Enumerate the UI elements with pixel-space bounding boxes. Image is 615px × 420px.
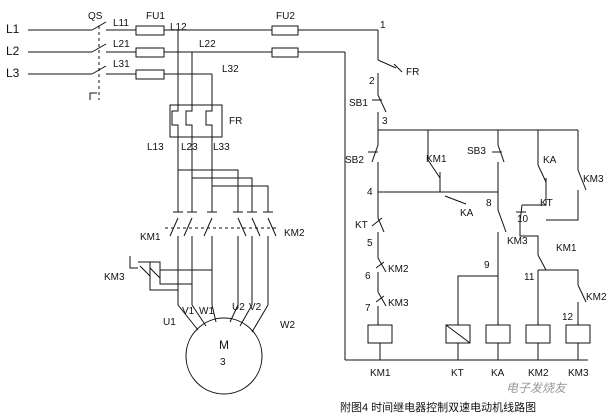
km1-right-label: KM1 <box>556 243 577 254</box>
km3-left-label: KM3 <box>388 298 409 309</box>
sb1-label: SB1 <box>349 98 368 109</box>
label-l21: L21 <box>113 39 130 50</box>
coil-km1 <box>367 324 393 344</box>
km2-left-label: KM2 <box>388 264 409 275</box>
fu1-fuses: FU1 <box>135 11 213 105</box>
motor-label: M <box>219 338 229 352</box>
coil-label-ka: KA <box>491 368 505 379</box>
km3-star-label: KM3 <box>104 272 125 283</box>
node-3: 3 <box>382 116 388 127</box>
coil-label-km1: KM1 <box>370 368 391 379</box>
ka-right-branch: KA KM3 <box>537 130 604 221</box>
label-l23: L23 <box>181 142 198 153</box>
phase-label-l1: L1 <box>6 22 20 36</box>
motor-terminals: U1 V1 W1 U2 V2 W2 <box>163 302 295 331</box>
node-6: 6 <box>365 271 371 282</box>
sb2-label: SB2 <box>345 155 364 166</box>
terminal-v1: V1 <box>182 306 195 317</box>
node-5: 5 <box>367 238 373 249</box>
fr-contact-label: FR <box>406 67 419 78</box>
terminal-u1: U1 <box>163 317 176 328</box>
label-l33: L33 <box>213 142 230 153</box>
coil-km2 <box>525 324 551 344</box>
terminal-v2: V2 <box>249 302 262 313</box>
coil-label-km3: KM3 <box>568 368 589 379</box>
km3-mid-label: KM3 <box>507 236 528 247</box>
kt-left-label: KT <box>355 220 368 231</box>
sb3-start-button: SB3 8 <box>467 130 505 210</box>
phase-label-l2: L2 <box>6 44 20 58</box>
qs-label: QS <box>88 11 103 22</box>
kt-timed-label: KT <box>540 198 553 209</box>
label-l13: L13 <box>147 142 164 153</box>
qs-switch: QS <box>88 11 136 100</box>
km3-top-label: KM3 <box>583 174 604 185</box>
phase-label-l3: L3 <box>6 66 20 80</box>
fu1-label: FU1 <box>146 11 165 22</box>
main-contacts: KM1 KM2 <box>140 211 305 305</box>
watermark: 电子发烧友 <box>506 381 568 395</box>
km2-km3-right-branch: KM1 11 KM2 12 <box>524 243 607 325</box>
node-8: 8 <box>486 198 492 209</box>
fr-overload: FR L13 L23 L33 <box>147 104 242 153</box>
label-l22: L22 <box>199 39 216 50</box>
coils: KM1 KT KA KM2 KM3 <box>367 324 591 379</box>
node-10: 10 <box>517 214 529 225</box>
km1-hold-branch: KM1 KA <box>378 130 498 219</box>
coil-ka <box>485 324 511 344</box>
motor-phase-count: 3 <box>220 357 226 368</box>
label-l32: L32 <box>222 64 239 75</box>
terminal-u2: U2 <box>232 302 245 313</box>
node-12: 12 <box>562 312 574 323</box>
sb1-stop-button: SB1 3 <box>349 94 388 130</box>
ka-branch-label: KA <box>543 155 557 166</box>
figure-caption: 附图4 时间继电器控制双速电动机线路图 <box>340 400 536 414</box>
node-11: 11 <box>524 272 535 283</box>
km1-hold-label: KM1 <box>426 154 447 165</box>
node-2: 2 <box>369 76 375 87</box>
node-9: 9 <box>484 260 490 271</box>
sb2-start-button: SB2 4 <box>345 130 379 210</box>
coil-km3 <box>565 324 591 344</box>
fu2-label: FU2 <box>276 11 295 22</box>
control-rails <box>344 30 588 361</box>
fr-control-contact: 1 FR 2 <box>369 20 419 95</box>
label-l31: L31 <box>113 59 130 70</box>
terminal-w1: W1 <box>199 306 214 317</box>
label-l12: L12 <box>170 22 187 33</box>
terminal-w2: W2 <box>280 320 295 331</box>
km1-coil-branch: KT 5 KM2 6 KM3 7 <box>355 210 409 325</box>
node-7: 7 <box>365 303 371 314</box>
kt-timed-contact: KT 10 <box>516 198 553 255</box>
fr-label: FR <box>229 116 242 127</box>
km2-main-label: KM2 <box>284 228 305 239</box>
line-labels: L11 L12 L21 L22 L31 L32 <box>113 18 239 75</box>
ka-coil-branch: KM3 9 <box>457 209 528 325</box>
coil-label-km2: KM2 <box>528 368 549 379</box>
km1-main-label: KM1 <box>140 232 161 243</box>
node-1: 1 <box>380 20 386 31</box>
motor: M 3 <box>177 304 269 395</box>
control-feed: FU2 <box>178 11 378 58</box>
ka-hold-label: KA <box>460 208 474 219</box>
node-4: 4 <box>367 187 373 198</box>
power-input-lines: L1 L2 L3 <box>6 22 92 80</box>
km2-right-label: KM2 <box>586 292 607 303</box>
sb3-label: SB3 <box>467 146 486 157</box>
motor-circle <box>185 317 263 395</box>
motor-conductors <box>177 137 269 212</box>
coil-label-kt: KT <box>451 368 464 379</box>
label-l11: L11 <box>113 18 129 29</box>
km3-star-contacts: KM3 <box>104 256 212 291</box>
